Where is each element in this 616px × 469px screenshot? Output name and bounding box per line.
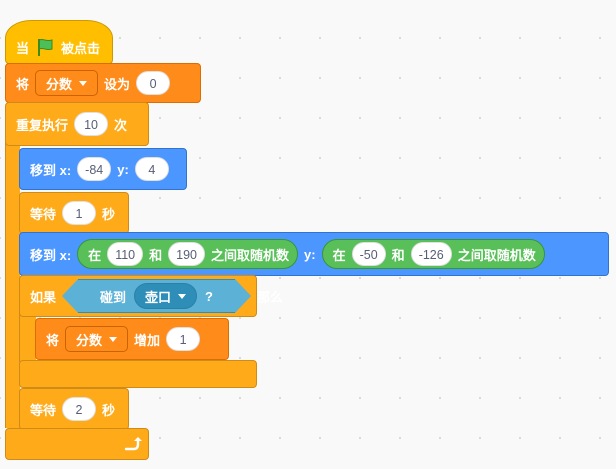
random-in-label: 在 [332, 247, 346, 263]
set-variable-block[interactable]: 将 分数 设为 0 [5, 63, 201, 103]
set-to-label: 设为 [104, 76, 131, 92]
if-label: 如果 [30, 289, 57, 305]
wait-block[interactable]: 等待 2 秒 [19, 388, 129, 430]
clicked-label: 被点击 [61, 40, 101, 56]
wait-seconds-input[interactable]: 2 [62, 397, 97, 421]
set-label: 将 [16, 76, 30, 92]
wait-label: 等待 [30, 402, 57, 418]
variable-dropdown[interactable]: 分数 [35, 70, 99, 96]
pick-random-y-reporter[interactable]: 在 -50 和 -126 之间取随机数 [321, 239, 545, 269]
loop-arrow-icon [122, 434, 142, 454]
if-block-bottom [19, 360, 257, 388]
repeat-count-input[interactable]: 10 [74, 112, 109, 136]
wait-seconds-input[interactable]: 1 [62, 201, 97, 225]
repeat-block-bottom [5, 428, 149, 460]
goto-y-label: y: [304, 246, 316, 262]
wait-unit-label: 秒 [102, 206, 116, 222]
set-value-input[interactable]: 0 [136, 71, 171, 95]
green-flag-icon [35, 37, 55, 57]
caret-down-icon [79, 80, 88, 86]
repeat-unit-label: 次 [114, 117, 128, 133]
touching-condition[interactable]: 碰到 壶口 ? [62, 279, 251, 313]
wait-block[interactable]: 等待 1 秒 [19, 192, 129, 234]
variable-dropdown[interactable]: 分数 [65, 326, 129, 352]
pick-random-x-reporter[interactable]: 在 110 和 190 之间取随机数 [77, 239, 299, 269]
caret-down-icon [109, 336, 118, 342]
random-and-label: 和 [391, 247, 405, 263]
then-label: 那么 [257, 289, 284, 305]
variable-name: 分数 [46, 76, 73, 92]
goto-y-input[interactable]: 4 [134, 157, 169, 181]
goto-random-xy-block[interactable]: 移到 x: 在 110 和 190 之间取随机数 y: 在 -50 和 -126… [19, 232, 609, 276]
caret-down-icon [178, 293, 187, 299]
question-mark: ? [205, 288, 213, 304]
random-x-from-input[interactable]: 110 [107, 242, 144, 266]
change-variable-block[interactable]: 将 分数 增加 1 [35, 318, 229, 360]
if-then-block[interactable]: 如果 碰到 壶口 ? 那么 [19, 275, 283, 317]
random-y-to-input[interactable]: -126 [410, 242, 452, 266]
variable-name: 分数 [76, 332, 103, 348]
goto-x-label: 移到 x: [30, 247, 72, 263]
random-in-label: 在 [88, 247, 102, 263]
goto-y-label: y: [117, 161, 129, 177]
touching-label: 碰到 [100, 289, 127, 305]
touching-target: 壶口 [145, 289, 172, 305]
random-and-label: 和 [149, 247, 163, 263]
goto-x-label: 移到 x: [30, 162, 72, 178]
if-block-arm [19, 312, 36, 362]
when-label: 当 [16, 40, 30, 56]
wait-unit-label: 秒 [102, 402, 116, 418]
random-x-to-input[interactable]: 190 [168, 242, 205, 266]
change-value-input[interactable]: 1 [166, 327, 201, 351]
random-between-label: 之间取随机数 [211, 247, 290, 263]
goto-xy-block[interactable]: 移到 x: -84 y: 4 [19, 148, 187, 190]
repeat-label: 重复执行 [16, 117, 69, 133]
change-label: 将 [46, 332, 60, 348]
random-between-label: 之间取随机数 [457, 247, 536, 263]
random-y-from-input[interactable]: -50 [351, 242, 386, 266]
repeat-block-arm [5, 142, 20, 428]
change-by-label: 增加 [134, 332, 161, 348]
repeat-block[interactable]: 重复执行 10 次 [5, 102, 149, 146]
touching-target-dropdown[interactable]: 壶口 [134, 283, 198, 309]
goto-x-input[interactable]: -84 [77, 157, 112, 181]
wait-label: 等待 [30, 206, 57, 222]
when-flag-clicked-block[interactable]: 当 被点击 [5, 20, 113, 64]
